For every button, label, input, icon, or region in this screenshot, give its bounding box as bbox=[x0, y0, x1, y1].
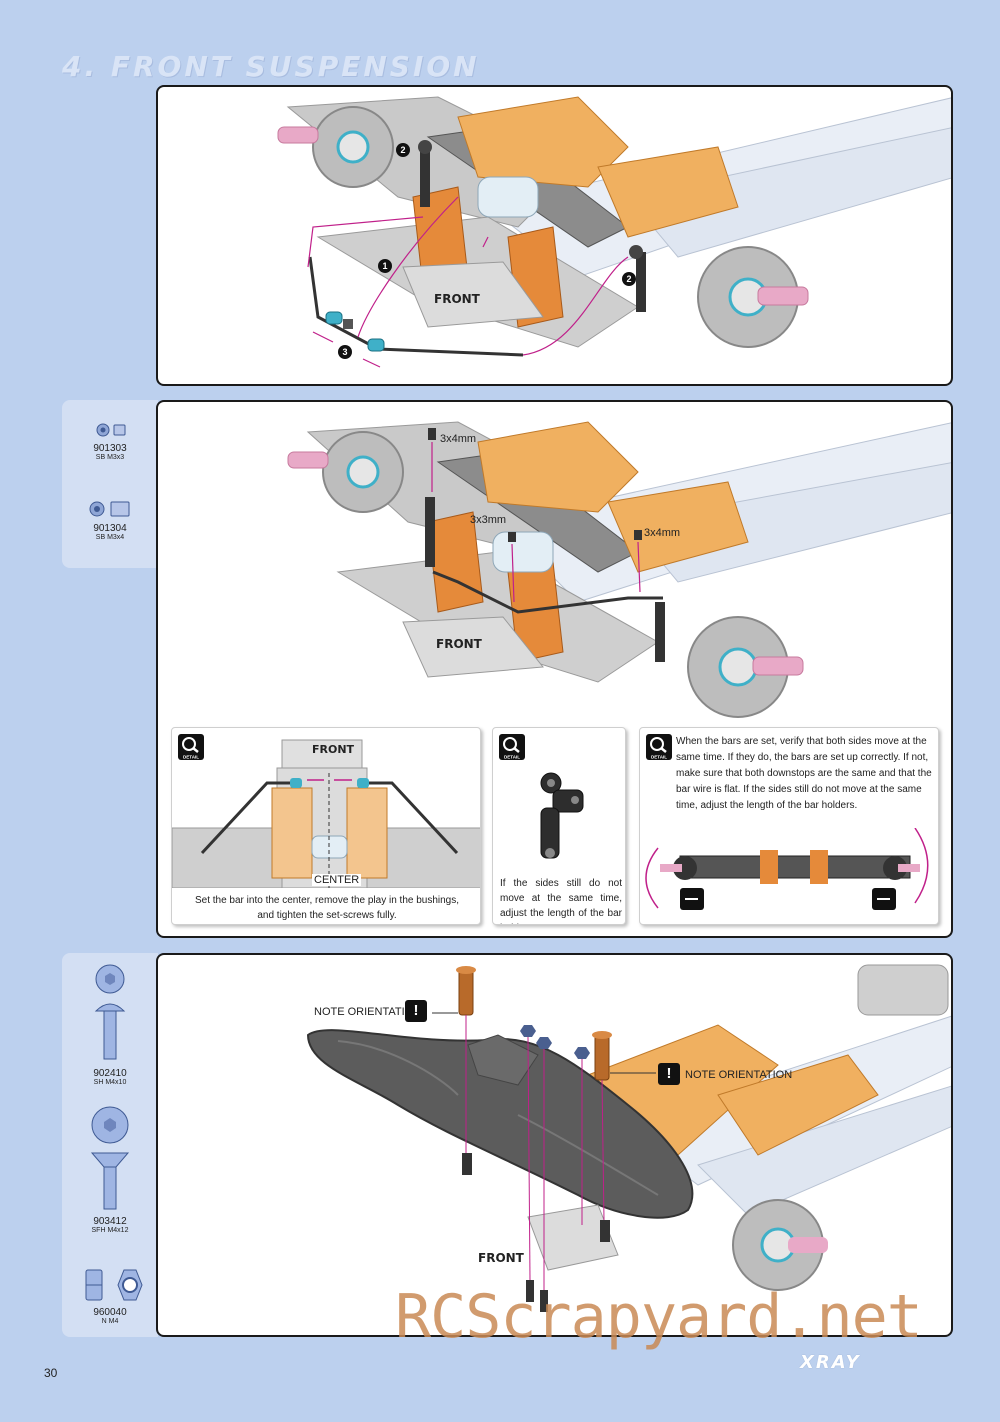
step3-parts-column: 902410 SH M4x10 903412 SFH M4x12 960040 … bbox=[62, 953, 158, 1337]
detail1-caption: Set the bar into the center, remove the … bbox=[194, 895, 460, 921]
part-desc: SB M3x4 bbox=[95, 534, 125, 541]
detail3-chassis-illustration bbox=[645, 828, 929, 910]
part-desc: SFH M4x12 bbox=[91, 1227, 129, 1234]
note-orientation-label: NOTE ORIENTATION bbox=[685, 1069, 793, 1081]
callout-number: 1 bbox=[378, 259, 392, 273]
front-label: FRONT bbox=[312, 743, 355, 756]
step2-panel: 3x4mm 3x3mm 3x4mm FRONT DETAIL FRONT bbox=[156, 400, 953, 938]
detail-text: DETAIL bbox=[183, 755, 199, 760]
detail2-caption: If the sides still do not move at the sa… bbox=[500, 878, 622, 924]
warning-icon: ! bbox=[405, 1000, 427, 1022]
detail1-illustration bbox=[172, 739, 480, 888]
detail3-caption: When the bars are set, verify that both … bbox=[676, 736, 932, 811]
section-title: 4. FRONT SUSPENSION bbox=[62, 50, 480, 83]
part-code: 902410 bbox=[93, 1068, 127, 1079]
part-901304: 901304 SB M3x4 bbox=[62, 500, 158, 541]
detail-box-center: DETAIL FRONT CENTER Set the bar into the… bbox=[171, 727, 481, 925]
detail-magnifier-icon: DETAIL bbox=[499, 734, 525, 760]
front-label: FRONT bbox=[478, 1251, 524, 1265]
detail-text: DETAIL bbox=[651, 755, 667, 760]
bar-holder-icon bbox=[540, 772, 584, 859]
part-901303: 901303 SB M3x3 bbox=[62, 422, 158, 461]
detail-text: DETAIL bbox=[504, 755, 520, 760]
part-code: 960040 bbox=[93, 1307, 127, 1318]
part-desc: SH M4x10 bbox=[93, 1079, 127, 1086]
page-number: 30 bbox=[44, 1366, 58, 1380]
screw-size-label: 3x4mm bbox=[440, 433, 477, 445]
part-code: 901303 bbox=[93, 443, 127, 454]
step3-panel: NOTE ORIENTATION ! ! NOTE ORIENTATION FR… bbox=[156, 953, 953, 1337]
part-code: 903412 bbox=[93, 1216, 127, 1227]
note-orientation-label: NOTE ORIENTATION bbox=[314, 1006, 422, 1018]
part-desc: SB M3x3 bbox=[95, 454, 125, 461]
watermark: RCScrapyard.net bbox=[395, 1282, 923, 1352]
step1-illustration bbox=[277, 96, 951, 368]
step3-illustration bbox=[306, 964, 951, 1312]
part-903412: 903412 SFH M4x12 bbox=[62, 1105, 158, 1234]
flat-head-screw-icon bbox=[90, 1106, 130, 1210]
detail-box-bar-holder: DETAIL If the sides still do not move at… bbox=[492, 727, 626, 925]
warning-icon: ! bbox=[658, 1063, 680, 1085]
callout-number: 2 bbox=[396, 143, 410, 157]
button-head-screw-icon bbox=[94, 964, 126, 1060]
screw-size-label: 3x3mm bbox=[470, 514, 507, 526]
part-902410: 902410 SH M4x10 bbox=[62, 963, 158, 1086]
callout-number: 2 bbox=[622, 272, 636, 286]
detail-magnifier-icon: DETAIL bbox=[178, 734, 204, 760]
front-label: FRONT bbox=[436, 637, 482, 651]
screw-size-label: 3x4mm bbox=[644, 527, 681, 539]
brand-logo: XRAY bbox=[800, 1352, 861, 1373]
step1-panel: 2 1 2 3 FRONT bbox=[156, 85, 953, 386]
part-desc: N M4 bbox=[101, 1318, 119, 1325]
callout-number: 3 bbox=[338, 345, 352, 359]
part-code: 901304 bbox=[93, 523, 127, 534]
detail-magnifier-icon: DETAIL bbox=[646, 734, 672, 760]
step2-illustration bbox=[287, 421, 951, 718]
nut-icon bbox=[85, 1269, 143, 1301]
part-960040: 960040 N M4 bbox=[62, 1268, 158, 1325]
detail-box-verify: DETAIL When the bars are set, verify tha… bbox=[639, 727, 939, 925]
center-label: CENTER bbox=[312, 874, 362, 886]
step2-parts-column: 901303 SB M3x3 901304 SB M3x4 bbox=[62, 400, 158, 568]
set-screw-icon bbox=[89, 501, 130, 517]
set-screw-icon bbox=[96, 423, 126, 437]
front-label: FRONT bbox=[434, 292, 480, 306]
